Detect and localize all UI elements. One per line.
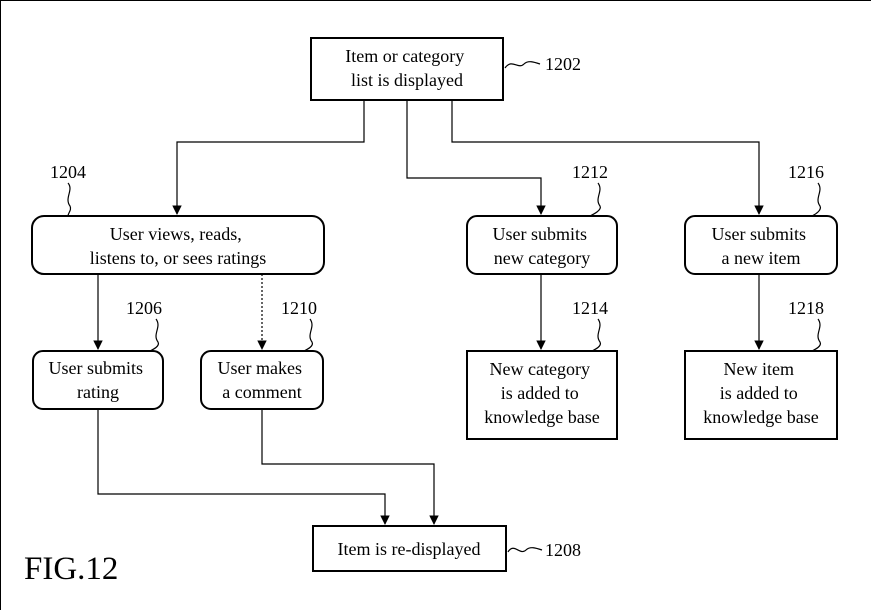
label-1204-line2: listens to, or sees ratings bbox=[90, 248, 266, 268]
ref-1210: 1210 bbox=[281, 298, 317, 318]
label-1206-line1: User submits bbox=[49, 358, 144, 378]
label-1212-line2: new category bbox=[494, 248, 590, 268]
label-1202-line1: Item or category bbox=[345, 46, 464, 66]
label-1210-line2: a comment bbox=[222, 382, 301, 402]
ref-1204: 1204 bbox=[50, 162, 86, 182]
ref-1202: 1202 bbox=[545, 54, 581, 74]
label-1218-line1: New item bbox=[724, 359, 794, 379]
ref-1218: 1218 bbox=[788, 298, 824, 318]
label-1214-line3: knowledge base bbox=[484, 407, 599, 427]
leader-1210 bbox=[304, 319, 312, 351]
ref-1208: 1208 bbox=[545, 540, 581, 560]
ref-1216: 1216 bbox=[788, 162, 824, 182]
label-1208-line1: Item is re-displayed bbox=[338, 539, 481, 559]
label-1216-line1: User submits bbox=[712, 224, 807, 244]
label-1218-line3: knowledge base bbox=[703, 407, 818, 427]
leader-1208 bbox=[508, 548, 542, 552]
label-1216-line2: a new item bbox=[722, 248, 801, 268]
ref-1214: 1214 bbox=[572, 298, 608, 318]
label-1202-line2: list is displayed bbox=[351, 70, 463, 90]
figure-label: FIG.12 bbox=[24, 551, 118, 587]
label-1210-line1: User makes bbox=[218, 358, 302, 378]
label-1214-line1: New category bbox=[490, 359, 590, 379]
leader-1214 bbox=[592, 319, 600, 351]
connector-1210-1208 bbox=[262, 409, 434, 524]
ref-1206: 1206 bbox=[126, 298, 162, 318]
leader-1212 bbox=[590, 183, 600, 216]
label-1214-line2: is added to bbox=[501, 383, 579, 403]
ref-1212: 1212 bbox=[572, 162, 608, 182]
label-1206-line2: rating bbox=[77, 382, 119, 402]
leader-1218 bbox=[812, 319, 820, 351]
leader-1204 bbox=[68, 183, 71, 216]
label-1208: Item is re-displayed bbox=[338, 539, 481, 559]
label-1204-line1: User views, reads, bbox=[110, 224, 242, 244]
leader-1216 bbox=[812, 183, 820, 216]
label-1212-line1: User submits bbox=[493, 224, 588, 244]
leader-1202 bbox=[505, 62, 540, 68]
label-1218-line2: is added to bbox=[720, 383, 798, 403]
connector-1202-1204 bbox=[177, 100, 364, 214]
connector-1206-1208 bbox=[98, 409, 385, 524]
connector-1202-1212 bbox=[407, 100, 541, 214]
label-1214: New category is added to knowledge base bbox=[484, 359, 599, 427]
leader-1206 bbox=[150, 319, 158, 351]
connector-1202-1216 bbox=[452, 100, 759, 214]
